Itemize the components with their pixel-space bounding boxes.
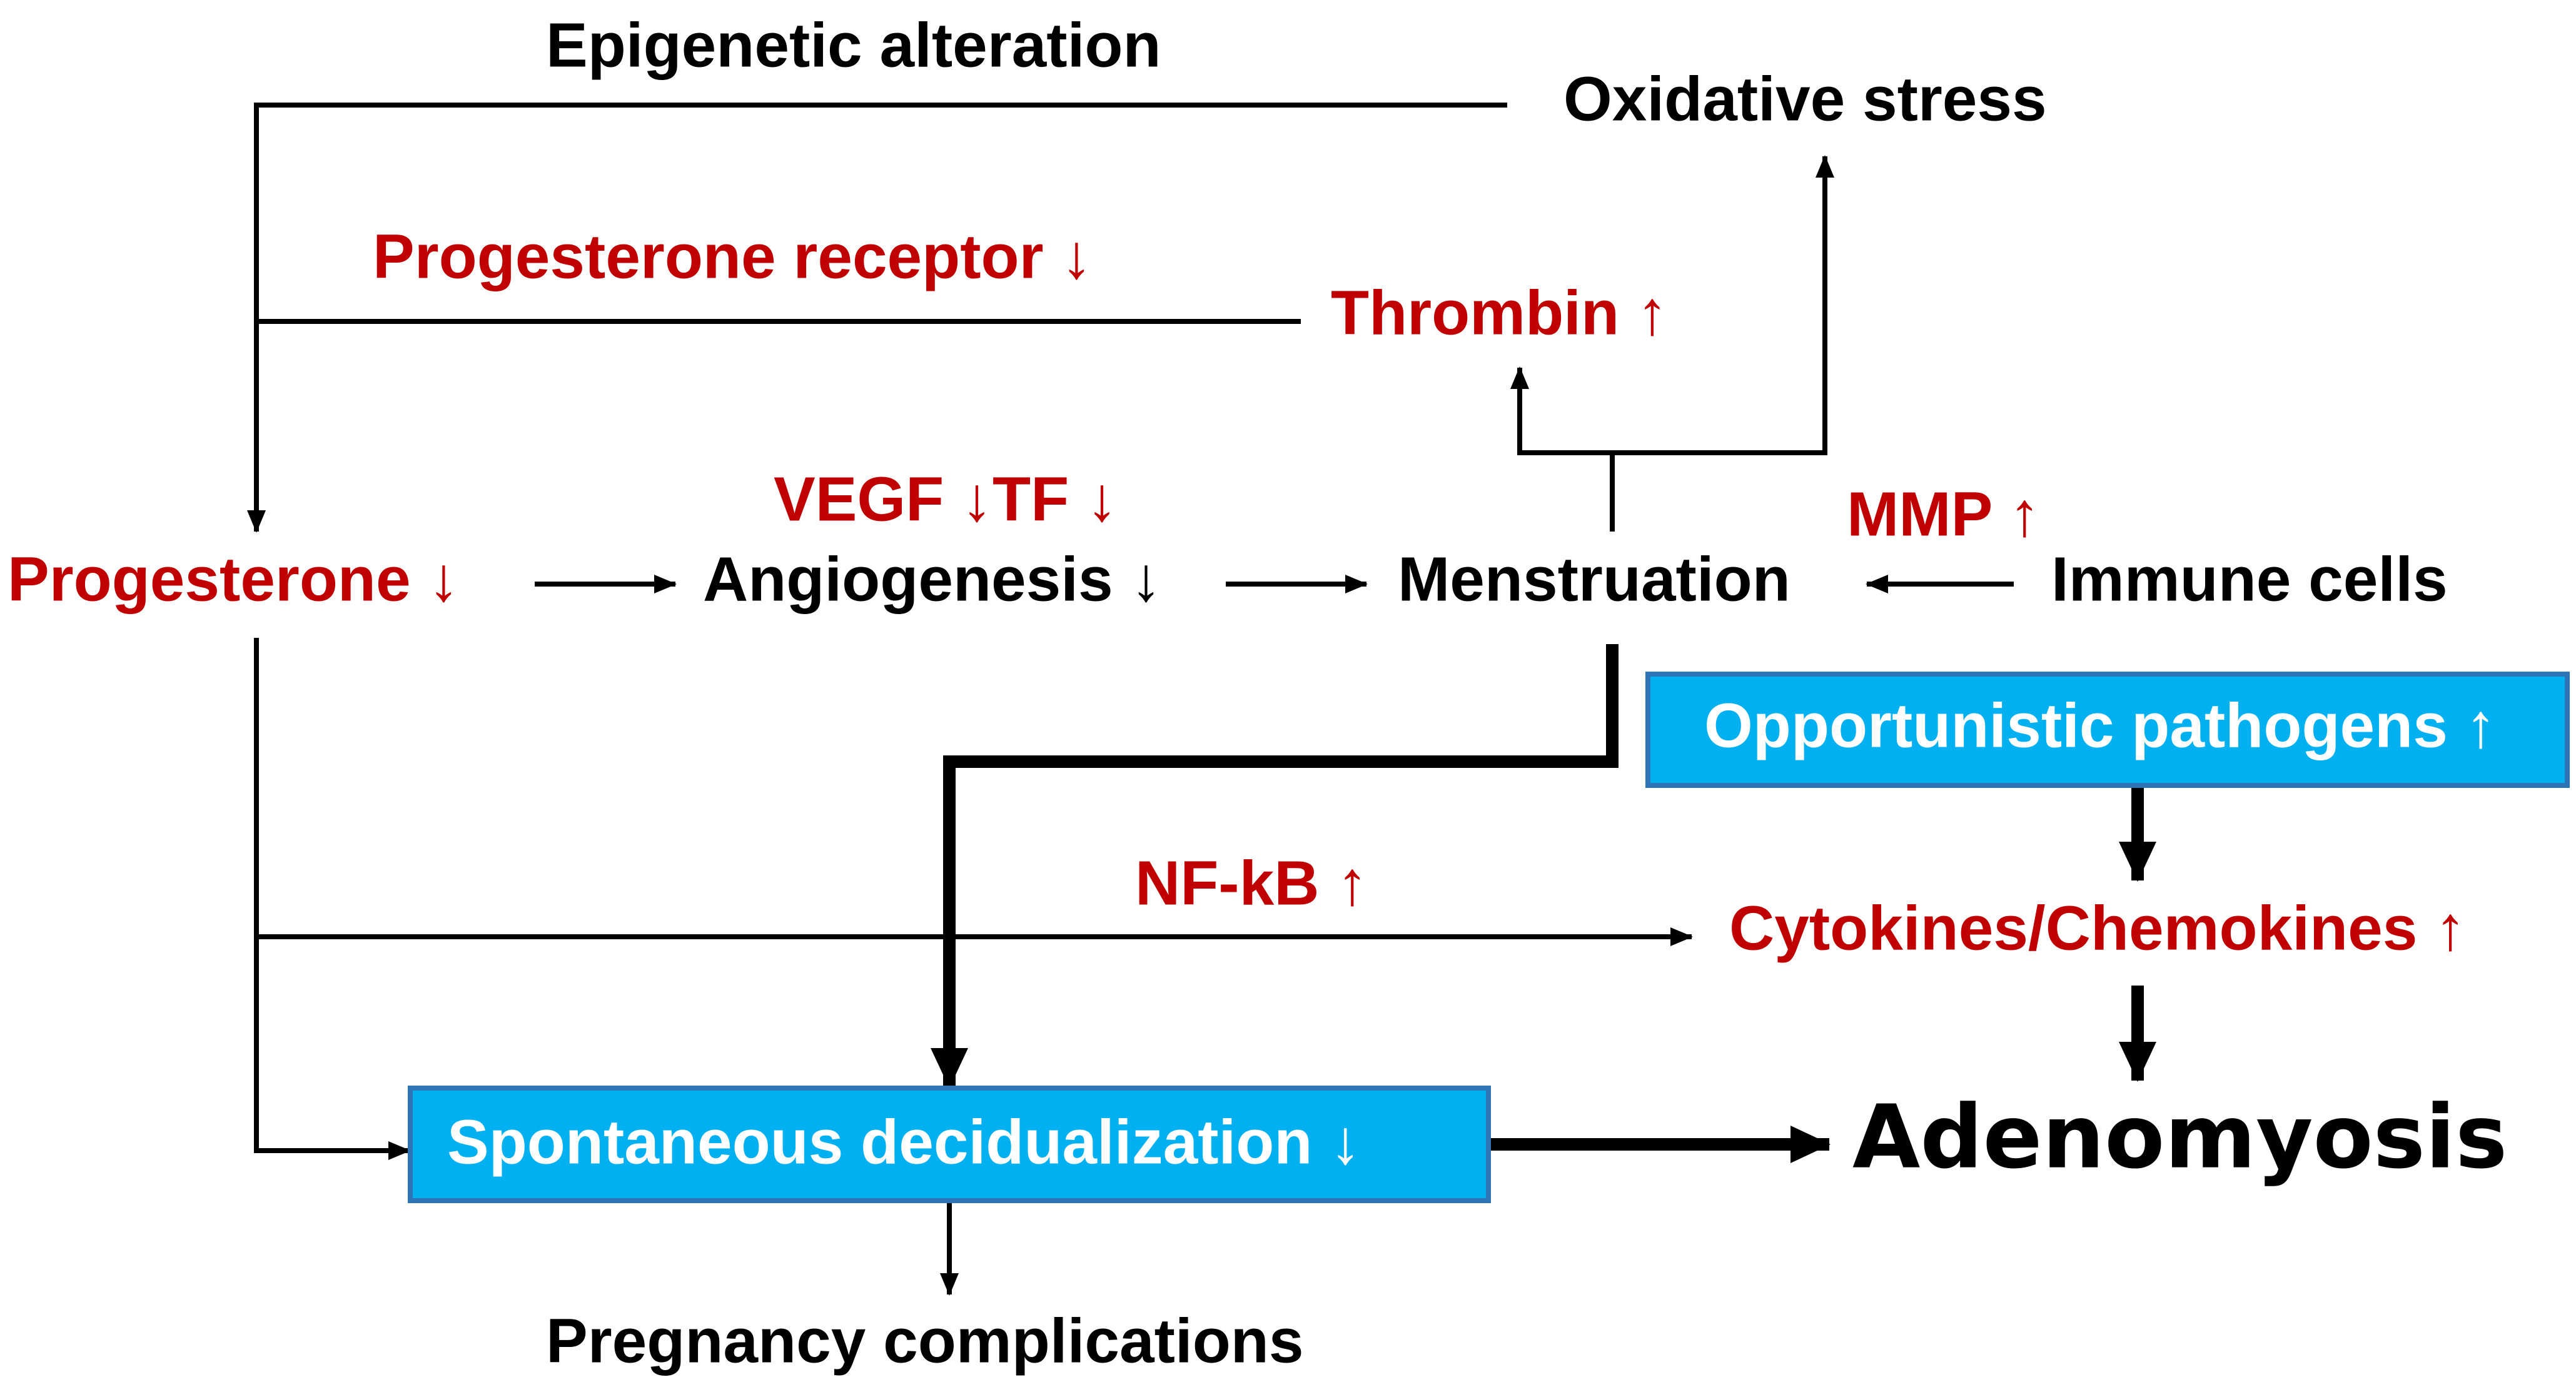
epigenetic-to-progesterone-line [247, 103, 1507, 533]
pathogens-label: Opportunistic pathogens ↑ [1704, 690, 2497, 760]
nfkb-label: NF-kB ↑ [1135, 848, 1368, 918]
menstruation-to-decidualization-arrow [931, 644, 1619, 1088]
oxidative-stress-label: Oxidative stress [1563, 64, 2047, 134]
progesterone-label: Progesterone ↓ [8, 544, 459, 614]
cytokines-label: Cytokines/Chemokines ↑ [1729, 893, 2466, 963]
vegf-tf-label: VEGF ↓TF ↓ [774, 464, 1118, 534]
menstruation-label: Menstruation [1398, 544, 1791, 614]
menstruation-to-oxidative-arrow [1520, 155, 1834, 455]
pregnancy-complications-label: Pregnancy complications [546, 1306, 1303, 1376]
pathogens-box [1645, 672, 2570, 788]
menstruation-to-thrombin-arrow [1510, 366, 1615, 532]
progesterone-down-line [254, 638, 411, 1160]
progesterone-receptor-label: Progesterone receptor ↓ [373, 221, 1092, 291]
decidualization-label: Spontaneous decidualization ↓ [447, 1107, 1361, 1177]
immune-cells-label: Immune cells [2051, 544, 2448, 614]
angiogenesis-label: Angiogenesis ↓ [703, 544, 1161, 614]
adenomyosis-label: Adenomyosis [1852, 1087, 2507, 1189]
epigenetic-alteration-label: Epigenetic alteration [546, 10, 1161, 80]
mmp-label: MMP ↑ [1847, 479, 2040, 549]
thrombin-label: Thrombin ↑ [1331, 278, 1668, 348]
decidualization-box [408, 1086, 1491, 1203]
